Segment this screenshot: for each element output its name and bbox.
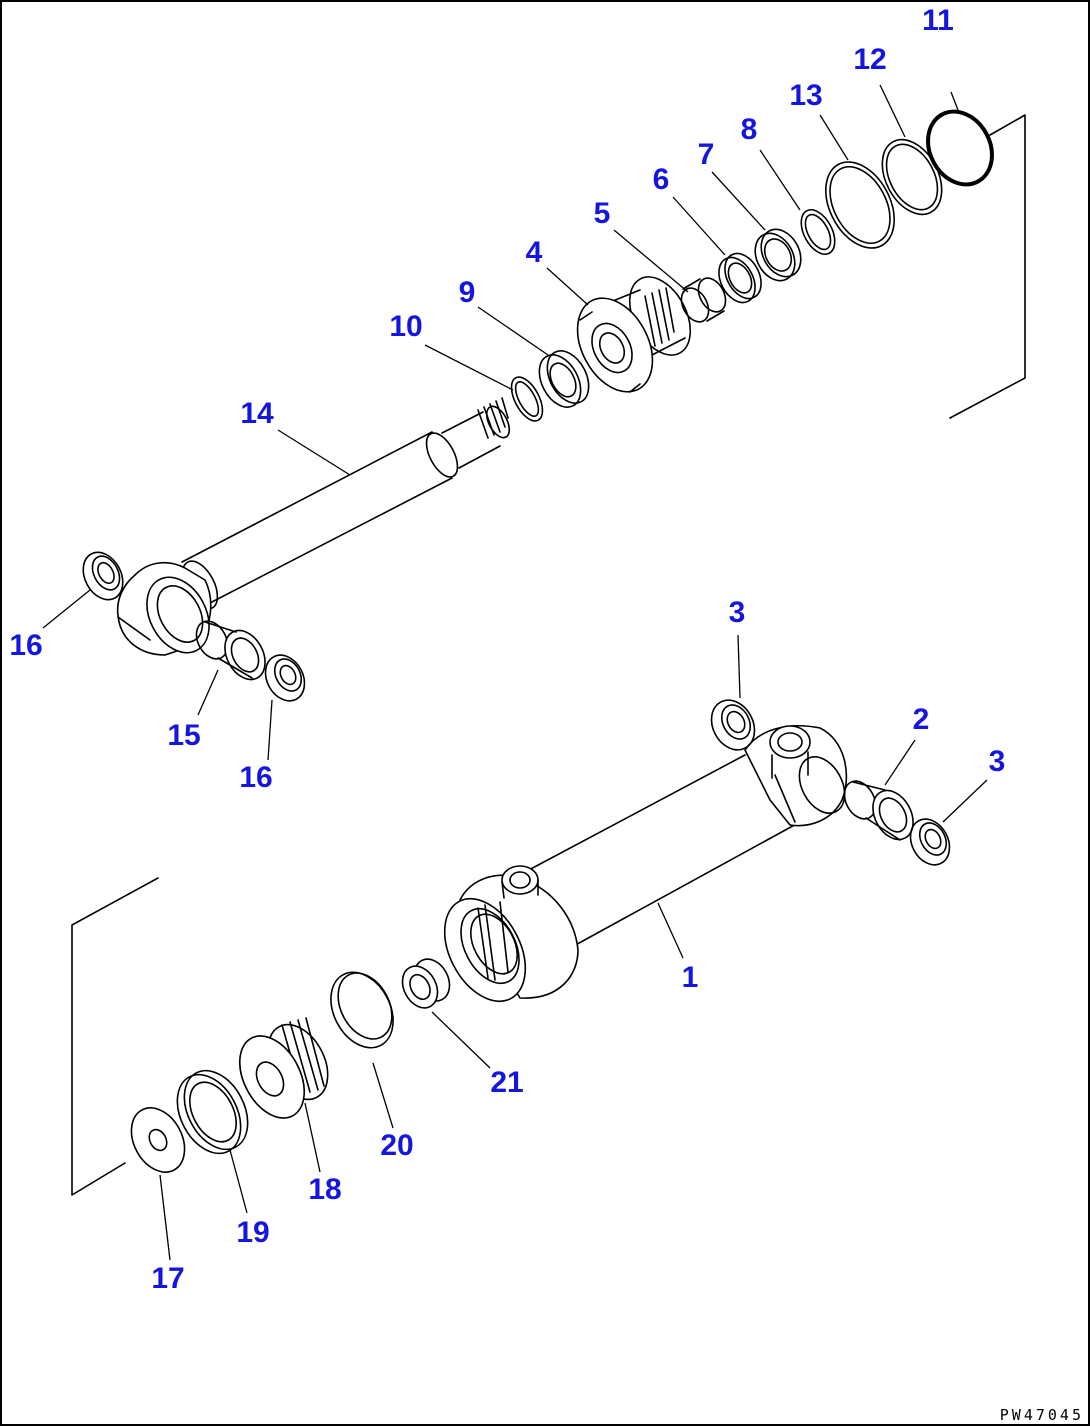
- callout-8: 8: [740, 113, 758, 146]
- drawing-code: PW47045: [999, 1406, 1084, 1424]
- callout-15: 15: [167, 719, 201, 752]
- part-10-snap-ring: [510, 376, 544, 422]
- leader-lines: [42, 84, 988, 1261]
- part-18-piston: [238, 1017, 329, 1119]
- part-5-bushing: [680, 277, 727, 323]
- part-13-ring: [825, 161, 895, 249]
- upper-group-bracket: [949, 114, 1026, 419]
- part-19-wear-ring: [176, 1069, 249, 1155]
- lower-group-bracket: [71, 877, 159, 1196]
- callout-16-upper: 16: [9, 629, 43, 662]
- callout-7: 7: [697, 138, 715, 171]
- callout-12: 12: [853, 43, 887, 76]
- callout-18: 18: [308, 1173, 342, 1206]
- part-14-piston-rod: [116, 397, 511, 656]
- callout-11: 11: [922, 4, 954, 37]
- part-12-ring: [881, 138, 943, 216]
- part-16-dust-seal-lower: [264, 654, 306, 702]
- part-16-dust-seal-upper: [82, 551, 124, 601]
- part-2-bushing: [843, 780, 914, 841]
- callout-16-lower: 16: [239, 761, 273, 794]
- part-3-dust-seal-lower: [909, 818, 951, 866]
- callout-9: 9: [458, 276, 476, 309]
- callout-13: 13: [789, 79, 823, 112]
- callout-21: 21: [490, 1066, 524, 1099]
- part-6-seal: [718, 252, 762, 304]
- callout-19: 19: [236, 1216, 270, 1249]
- callout-3-upper: 3: [728, 596, 746, 629]
- part-15-bushing: [195, 620, 266, 681]
- callout-6: 6: [652, 163, 670, 196]
- part-4-cylinder-head: [576, 276, 692, 393]
- part-20-wear-ring: [330, 971, 394, 1049]
- callout-2: 2: [912, 703, 930, 736]
- callout-10: 10: [389, 310, 423, 343]
- part-1-cylinder-tube: [443, 725, 848, 1003]
- callout-4: 4: [525, 236, 543, 269]
- callout-3-lower: 3: [988, 745, 1006, 778]
- part-11-o-ring: [926, 109, 994, 187]
- callout-17: 17: [151, 1262, 185, 1295]
- callout-1: 1: [681, 961, 699, 994]
- part-7-seal: [754, 228, 802, 282]
- callout-5: 5: [593, 197, 611, 230]
- part-9-seal: [538, 350, 590, 408]
- part-3-dust-seal-upper: [710, 699, 756, 751]
- part-17-washer: [130, 1107, 186, 1173]
- part-21-nut: [401, 958, 451, 1009]
- callout-20: 20: [380, 1129, 414, 1162]
- part-8-snap-ring: [800, 209, 836, 255]
- callout-14: 14: [240, 397, 274, 430]
